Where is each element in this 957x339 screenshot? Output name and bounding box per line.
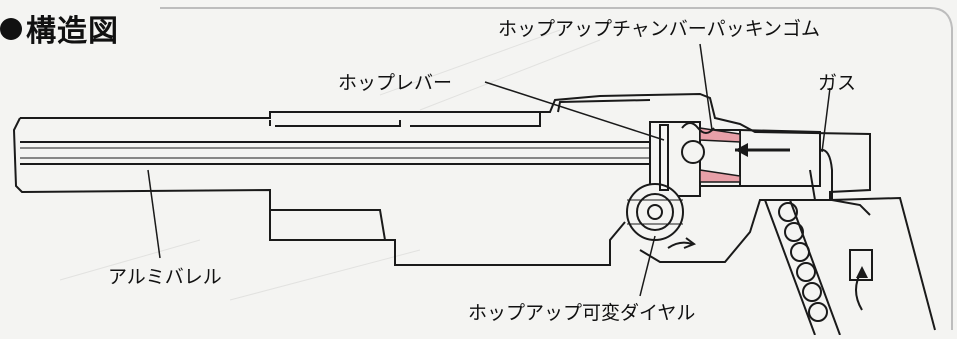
frame-border [160, 7, 953, 330]
hop-dial-wheel [626, 183, 684, 241]
body-bottom-outline [12, 117, 626, 266]
leader-barrel [147, 169, 161, 259]
diagram-title: 構造図 [0, 6, 119, 50]
magazine [764, 199, 841, 336]
dial-arrows [667, 237, 697, 249]
label-hop-lever: ホップレバー [338, 72, 453, 94]
label-hop-dial: ホップアップ可変ダイヤル [468, 302, 696, 324]
hop-lever-part [659, 124, 669, 191]
bb-in-chamber [681, 140, 705, 164]
title-text: 構造図 [26, 14, 119, 49]
leader-hop-lever [484, 81, 665, 141]
hop-spring [681, 122, 715, 134]
magazine-bbs [778, 202, 828, 322]
title-bullet-icon [0, 18, 22, 40]
leader-lines [147, 43, 831, 297]
background-texture [59, 29, 601, 301]
gas-route [819, 148, 871, 216]
body-top-outline [20, 92, 871, 201]
label-gas: ガス [818, 72, 857, 94]
gas-flow-arrow [735, 143, 790, 157]
leader-hop-packing [699, 43, 713, 131]
valve-part [849, 249, 873, 281]
gas-up-arrow [855, 266, 868, 311]
leader-gas [821, 87, 831, 153]
label-barrel: アルミバレル [108, 266, 222, 288]
chamber-block [649, 121, 701, 197]
gun-body [12, 92, 936, 336]
leader-hop-dial [639, 235, 656, 297]
label-hop-packing: ホップアップチャンバーパッキンゴム [498, 18, 821, 40]
packing-rubber [699, 127, 741, 183]
